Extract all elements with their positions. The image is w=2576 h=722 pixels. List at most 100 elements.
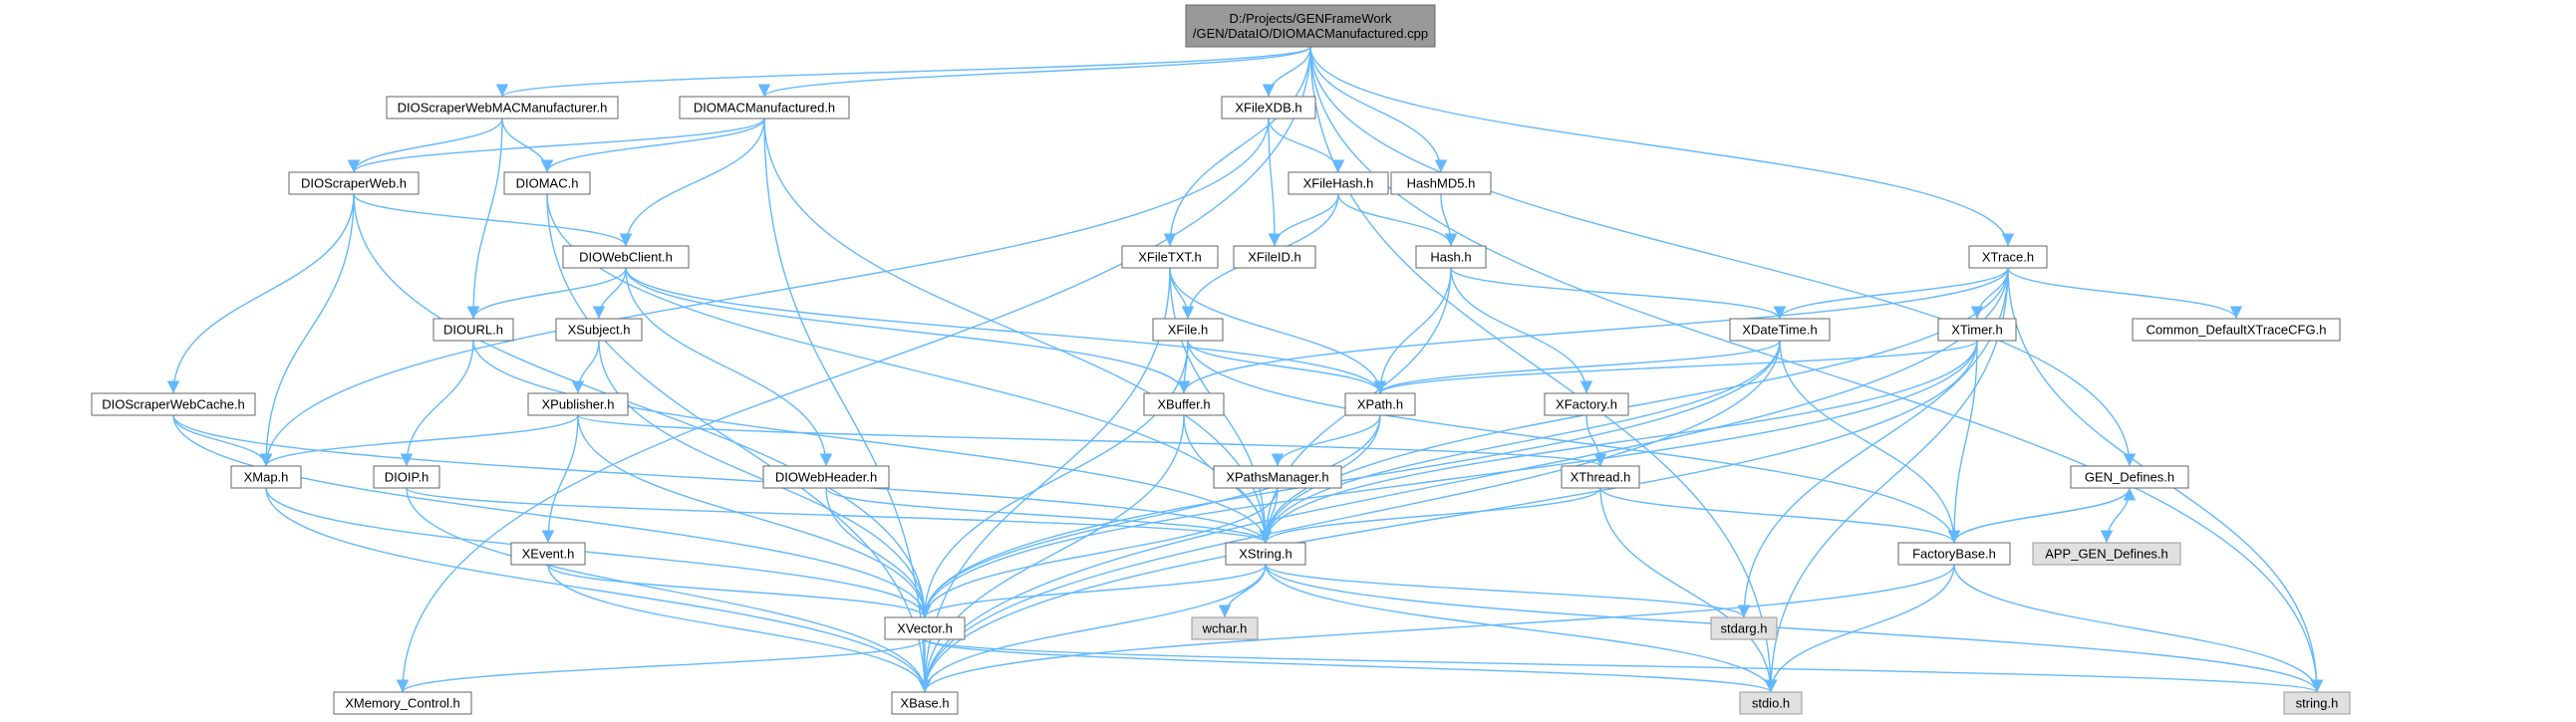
node-box (2070, 465, 2189, 489)
node-dioscraperwebmacmanufacturer-h[interactable]: DIOScraperWebMACManufacturer.h (386, 96, 619, 120)
node-box (891, 691, 959, 715)
node-xdatetime-h[interactable]: XDateTime.h (1729, 318, 1831, 342)
node-diomacmanufactured-h[interactable]: DIOMACManufactured.h (679, 96, 850, 120)
node-box (562, 245, 690, 269)
node-dioip-h[interactable]: DIOIP.h (373, 465, 440, 489)
edge-XThread.h-to-XString.h (1259, 487, 1601, 544)
node-diowebheader-h[interactable]: DIOWebHeader.h (762, 465, 890, 489)
edge-XFileXDB.h-to-XFileID.h (1268, 118, 1282, 247)
node-xstring-h[interactable]: XString.h (1225, 542, 1306, 566)
node-box (510, 542, 586, 566)
node-label: XDateTime.h (1742, 323, 1817, 338)
node-box (1415, 245, 1487, 269)
node-xtimer-h[interactable]: XTimer.h (1937, 318, 2017, 342)
node-xfilehash-h[interactable]: XFileHash.h (1288, 171, 1389, 195)
edge-XFile.h-to-FactoryBase.h (1187, 340, 1961, 544)
edge-XTimer.h-to-XVector.h (918, 340, 1978, 618)
node-xpathsmanager-h[interactable]: XPathsManager.h (1213, 465, 1342, 489)
node-label: XEvent.h (522, 547, 575, 562)
edge-FactoryBase.h-to-stdio.h (1764, 564, 1955, 693)
node-xfileid-h[interactable]: XFileID.h (1233, 245, 1316, 269)
node-label: XSubject.h (568, 323, 631, 338)
edge-DIOURL.h-to-DIOIP.h (400, 340, 474, 467)
node-xpublisher-h[interactable]: XPublisher.h (527, 392, 629, 416)
edge-DIOScraperWeb.h-to-XVector.h (353, 193, 932, 618)
edge-XTimer.h-to-XBase.h (918, 340, 1978, 693)
node-label: XFileID.h (1248, 250, 1300, 265)
node-xtrace-h[interactable]: XTrace.h (1968, 245, 2048, 269)
node-xsubject-h[interactable]: XSubject.h (555, 318, 643, 342)
edge-FactoryBase.h-to-XBase.h (918, 564, 1955, 693)
node-diomac-h[interactable]: DIOMAC.h (503, 171, 591, 195)
edge-XPublisher.h-to-XVector.h (577, 414, 932, 618)
edge-DIOWebClient.h-to-DIOURL.h (466, 267, 627, 320)
node-hash-h[interactable]: Hash.h (1415, 245, 1487, 269)
node-xpath-h[interactable]: XPath.h (1344, 392, 1416, 416)
edge-DIOIP.h-to-XString.h (406, 487, 1272, 544)
edge-XPath.h-to-XVector.h (918, 414, 1381, 618)
node-common-defaultxtracecfg-h[interactable]: Common_DefaultXTraceCFG.h (2132, 318, 2341, 342)
node-label: HashMD5.h (1407, 176, 1476, 191)
edge-XFile.h-to-XVector.h (918, 340, 1189, 618)
node-box (1710, 616, 1778, 640)
node-box (386, 96, 619, 120)
edge-XFactory.h-to-XThread.h (1585, 414, 1607, 467)
edge-XSubject.h-to-XVector.h (598, 340, 932, 618)
edge-XTrace.h-to-Common_DefaultXTraceCFG.h (2007, 267, 2243, 320)
node-label: wchar.h (1202, 621, 1248, 636)
node-stdarg-h[interactable]: stdarg.h (1710, 616, 1778, 640)
edge-XEvent.h-to-XBase.h (547, 564, 932, 693)
node-box (527, 392, 629, 416)
node-xmap-h[interactable]: XMap.h (230, 465, 302, 489)
edge-root-to-XTrace.h (1309, 46, 2015, 247)
node-xfactory-h[interactable]: XFactory.h (1544, 392, 1629, 416)
node-xbuffer-h[interactable]: XBuffer.h (1143, 392, 1225, 416)
node-xmemory-control-h[interactable]: XMemory_Control.h (333, 691, 472, 715)
node-xbase-h[interactable]: XBase.h (891, 691, 959, 715)
edge-XTrace.h-to-XBuffer.h (1177, 267, 2009, 394)
edge-XTimer.h-to-XString.h (1259, 340, 1978, 544)
node-xfiletxt-h[interactable]: XFileTXT.h (1121, 245, 1219, 269)
node-hashmd5-h[interactable]: HashMD5.h (1390, 171, 1492, 195)
node-diourl-h[interactable]: DIOURL.h (432, 318, 514, 342)
node-box (1213, 465, 1342, 489)
node-xfile-h[interactable]: XFile.h (1152, 318, 1224, 342)
node-box (1152, 318, 1224, 342)
edge-DIOWebClient.h-to-XBuffer.h (625, 267, 1191, 394)
edge-XPublisher.h-to-XMap.h (259, 414, 579, 467)
edge-XFileTXT.h-to-XBase.h (918, 267, 1171, 693)
edge-XTimer.h-to-XPath.h (1373, 340, 1978, 394)
node-label: XThread.h (1571, 470, 1631, 485)
node-dioscraperweb-h[interactable]: DIOScraperWeb.h (288, 171, 420, 195)
node-label: DIOURL.h (443, 323, 503, 338)
node-label: XFileTXT.h (1138, 250, 1202, 265)
node-box (1121, 245, 1219, 269)
edge-XString.h-to-XBase.h (918, 564, 1267, 693)
node-diowebclient-h[interactable]: DIOWebClient.h (562, 245, 690, 269)
node-wchar-h[interactable]: wchar.h (1191, 616, 1259, 640)
node-label: DIOWebHeader.h (775, 470, 877, 485)
node-label: XMemory_Control.h (345, 696, 460, 711)
edge-DIOMACManufactured.h-to-DIOWebClient.h (619, 118, 765, 247)
node-dioscraperwebcache-h[interactable]: DIOScraperWebCache.h (91, 392, 256, 416)
node-xfilexdb-h[interactable]: XFileXDB.h (1221, 96, 1316, 120)
node-factorybase-h[interactable]: FactoryBase.h (1897, 542, 2011, 566)
edge-DIOScraperWeb.h-to-DIOScraperWebCache.h (166, 193, 355, 394)
edge-XSubject.h-to-XPublisher.h (571, 340, 600, 394)
node-xthread-h[interactable]: XThread.h (1561, 465, 1640, 489)
root-file-node[interactable]: D:/Projects/GENFrameWork/GEN/DataIO/DIOM… (1185, 4, 1436, 48)
node-string-h[interactable]: string.h (2283, 691, 2351, 715)
node-app-gen-defines-h[interactable]: APP_GEN_Defines.h (2032, 542, 2181, 566)
node-label: XString.h (1239, 547, 1291, 562)
node-xevent-h[interactable]: XEvent.h (510, 542, 586, 566)
edge-XFile.h-to-XPath.h (1187, 340, 1387, 394)
edge-XBuffer.h-to-XBase.h (918, 414, 1185, 693)
node-gen-defines-h[interactable]: GEN_Defines.h (2070, 465, 2189, 489)
node-stdio-h[interactable]: stdio.h (1739, 691, 1803, 715)
node-label: /GEN/DataIO/DIOMACManufactured.cpp (1193, 26, 1428, 41)
node-label: GEN_Defines.h (2085, 470, 2174, 485)
node-box (1561, 465, 1640, 489)
node-xvector-h[interactable]: XVector.h (884, 616, 966, 640)
node-label: stdarg.h (1721, 621, 1768, 636)
